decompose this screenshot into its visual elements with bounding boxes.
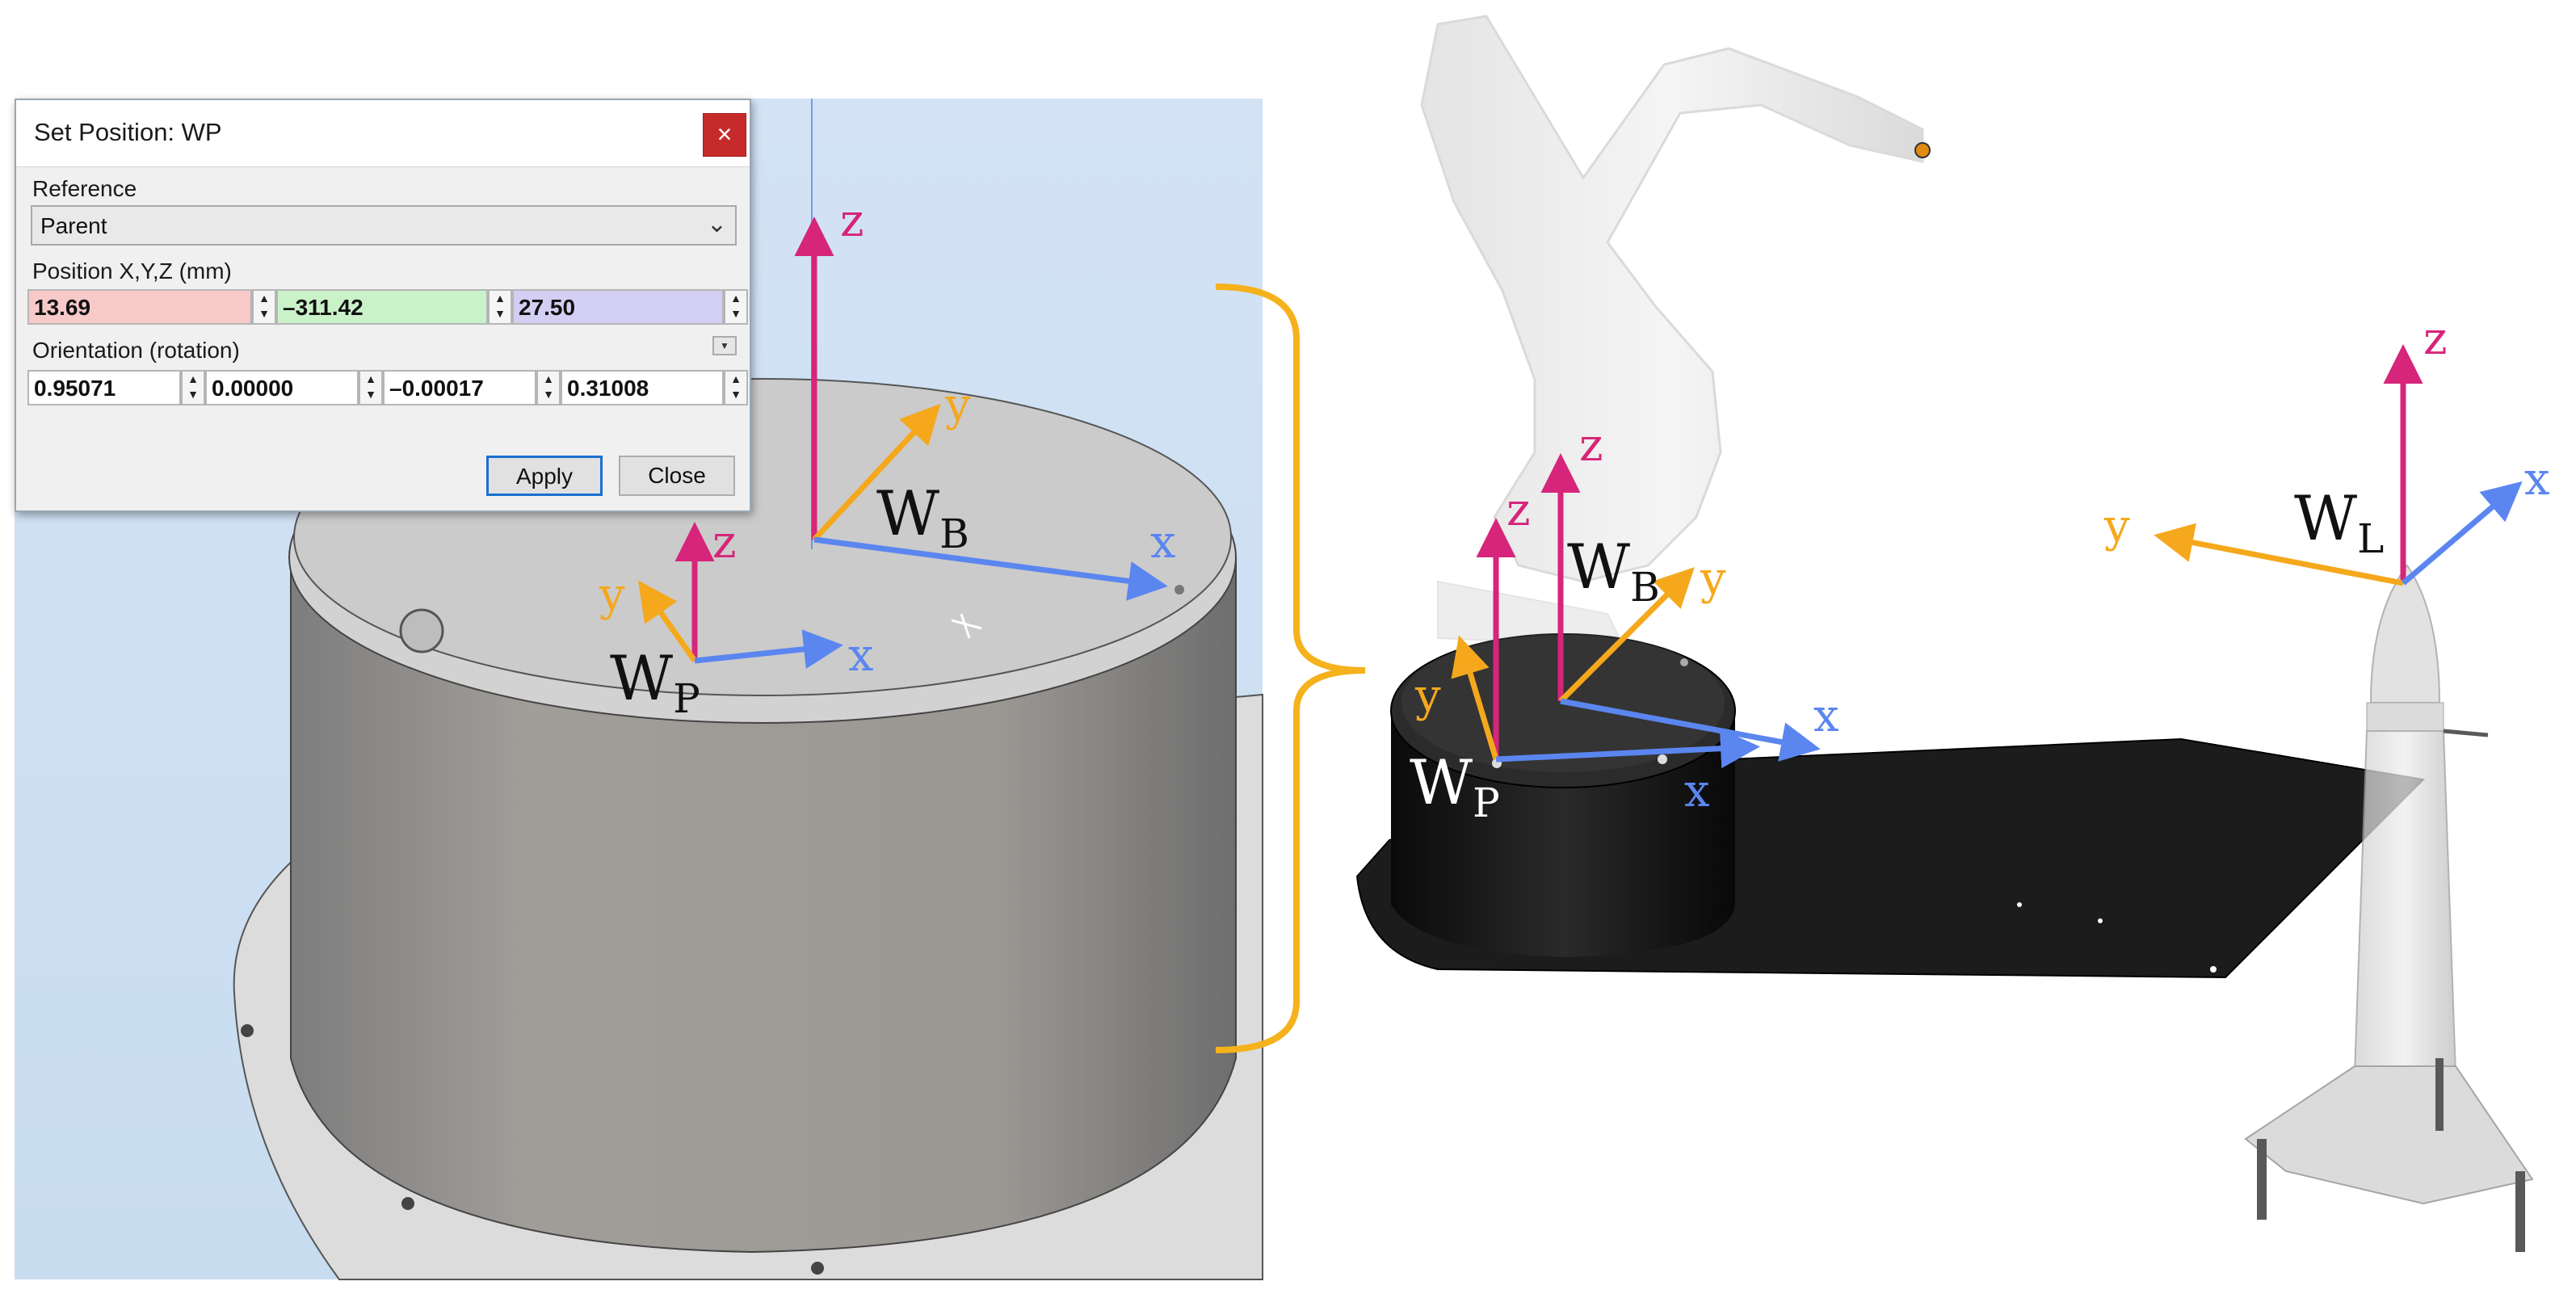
- position-label: Position X,Y,Z (mm): [32, 258, 232, 284]
- dialog-titlebar: Set Position: WP ×: [16, 100, 750, 167]
- left-plate-z-label: z: [712, 516, 737, 569]
- right-plate-frame-label: WP: [1410, 746, 1500, 826]
- right-plate-y-axis: [1451, 635, 1499, 761]
- orientation-label: Orientation (rotation): [32, 338, 240, 363]
- orientation-stepper-1[interactable]: ▲▼: [181, 370, 205, 405]
- left-base-frame-label: WB: [876, 477, 969, 557]
- lift-y-label: y: [2103, 500, 2130, 552]
- reference-label: Reference: [32, 176, 137, 201]
- orientation-stepper-4[interactable]: ▲▼: [724, 370, 748, 405]
- lift-frame: z y x WL: [2103, 313, 2550, 586]
- left-plate-x-label: x: [848, 629, 874, 682]
- lift-x-axis: [2401, 481, 2523, 586]
- left-plate-frame: z y x WP: [599, 516, 874, 722]
- right-plate-x-axis: [1495, 729, 1760, 769]
- right-base-frame: z y x WB: [1540, 419, 1839, 762]
- lift-z-label: z: [2423, 313, 2448, 365]
- left-plate-x-axis: [694, 629, 843, 670]
- orientation-field-1[interactable]: 0.95071: [27, 370, 181, 405]
- apply-button[interactable]: Apply: [486, 456, 603, 496]
- reference-select[interactable]: Parent ⌄: [31, 205, 737, 246]
- left-plate-y-axis: [637, 580, 697, 663]
- left-base-frame: z y x WB: [794, 195, 1176, 601]
- reference-value: Parent: [40, 213, 107, 238]
- ghost-robot-arm: [1420, 15, 1924, 648]
- left-base-x-label: x: [1150, 516, 1176, 569]
- lift-x-label: x: [2524, 453, 2550, 506]
- left-plate-y-label: y: [599, 569, 625, 621]
- tool-tip-marker: [1914, 142, 1931, 158]
- dialog-title: Set Position: WP: [34, 118, 222, 146]
- right-plate-z-label: z: [1507, 484, 1531, 536]
- set-position-dialog: Set Position: WP × Reference Parent ⌄ Po…: [15, 99, 751, 512]
- position-y-field[interactable]: –311.42: [276, 289, 488, 325]
- right-base-frame-label: WB: [1567, 531, 1660, 611]
- chevron-down-icon: ⌄: [706, 211, 727, 237]
- black-platform: [1355, 633, 2426, 979]
- orientation-stepper-3[interactable]: ▲▼: [536, 370, 561, 405]
- right-base-y-label: y: [1700, 552, 1726, 605]
- orientation-field-3[interactable]: –0.00017: [383, 370, 536, 405]
- right-base-x-label: x: [1813, 690, 1839, 742]
- position-x-stepper[interactable]: ▲▼: [252, 289, 276, 325]
- position-z-field[interactable]: 27.50: [512, 289, 724, 325]
- orientation-field-4[interactable]: 0.31008: [561, 370, 724, 405]
- orientation-field-2[interactable]: 0.00000: [205, 370, 359, 405]
- right-base-y-axis: [1558, 567, 1695, 704]
- orientation-stepper-2[interactable]: ▲▼: [359, 370, 383, 405]
- close-button[interactable]: Close: [619, 456, 735, 496]
- right-plate-x-label: x: [1684, 765, 1710, 817]
- left-base-z-label: z: [840, 195, 864, 247]
- position-x-field[interactable]: 13.69: [27, 289, 252, 325]
- right-base-x-axis: [1560, 698, 1821, 762]
- lift-frame-label: WL: [2294, 482, 2384, 562]
- position-z-stepper[interactable]: ▲▼: [724, 289, 748, 325]
- left-plate-frame-label: WP: [610, 642, 700, 722]
- right-base-z-label: z: [1579, 419, 1603, 472]
- left-base-x-axis: [813, 536, 1168, 601]
- right-plate-frame: z y x WP: [1410, 484, 1760, 826]
- position-y-stepper[interactable]: ▲▼: [488, 289, 512, 325]
- ghost-lift-column: [2244, 564, 2534, 1252]
- dialog-close-icon[interactable]: ×: [703, 113, 746, 157]
- lift-y-axis: [2154, 523, 2404, 586]
- left-base-y-label: y: [944, 379, 971, 431]
- zoom-bracket: [1215, 284, 1366, 1053]
- left-base-y-axis: [812, 403, 941, 542]
- orientation-dropdown-icon[interactable]: ▼: [712, 336, 737, 355]
- right-plate-y-label: y: [1414, 670, 1441, 722]
